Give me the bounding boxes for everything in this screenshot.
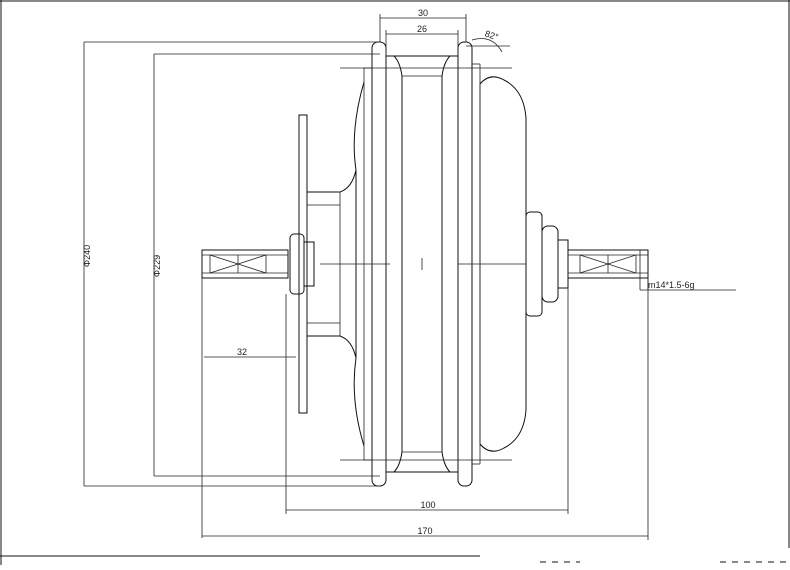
dim-hub-width: 100 bbox=[420, 500, 435, 510]
dim-inner-diameter: Φ229 bbox=[152, 255, 162, 277]
dim-angle: 82° bbox=[484, 29, 500, 43]
right-bearing-cap bbox=[525, 211, 569, 317]
dim-shaft-offset: 32 bbox=[237, 347, 247, 357]
left-bearing-cap bbox=[289, 233, 315, 295]
left-flange bbox=[306, 81, 365, 447]
diameter-dimensions bbox=[83, 41, 512, 487]
center-lines bbox=[320, 258, 526, 270]
dim-outer-diameter: Φ240 bbox=[82, 245, 92, 267]
dim-top-width: 30 bbox=[418, 8, 428, 18]
rim-channel bbox=[386, 55, 458, 473]
right-shaft bbox=[567, 249, 649, 290]
shaft-offset-dimension bbox=[201, 278, 296, 538]
dim-overall-width: 170 bbox=[417, 526, 432, 536]
left-shaft bbox=[201, 249, 289, 279]
top-dimensions bbox=[379, 14, 510, 56]
dim-top-inner-width: 26 bbox=[417, 24, 427, 34]
thread-spec-label: m14*1.5-6g bbox=[648, 280, 695, 290]
disc-plate bbox=[298, 114, 308, 414]
bottom-dimensions bbox=[202, 278, 649, 540]
